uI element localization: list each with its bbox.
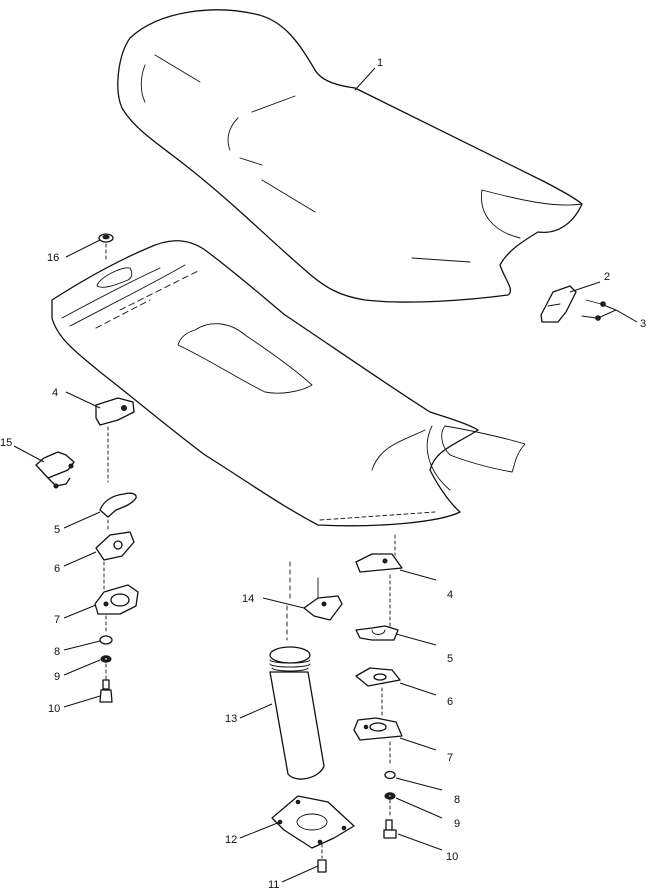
callout-5-left: 5 (54, 524, 60, 536)
screw-pair (581, 299, 606, 321)
callout-8-left: 8 (54, 646, 60, 658)
callout-4-left: 4 (52, 387, 58, 399)
callout-1: 1 (377, 57, 383, 69)
callout-12: 12 (225, 834, 237, 846)
storage-latch (289, 561, 343, 621)
left-hinge-assembly (35, 397, 139, 703)
callout-9-right: 9 (454, 818, 460, 830)
callout-7-right: 7 (447, 752, 453, 764)
leader-lines (13, 67, 638, 883)
callout-4-right: 4 (447, 589, 453, 601)
seat-latch-bracket (540, 285, 577, 323)
callout-10-left: 10 (48, 703, 60, 715)
seat-cushion (117, 9, 583, 303)
callout-8-right: 8 (454, 794, 460, 806)
callout-5-right: 5 (447, 653, 453, 665)
callout-6-left: 6 (54, 563, 60, 575)
callout-6-right: 6 (447, 696, 453, 708)
callout-2: 2 (604, 271, 610, 283)
seat-pan (51, 240, 526, 527)
callout-7-left: 7 (54, 614, 60, 626)
callout-11: 11 (268, 879, 279, 891)
callout-13: 13 (225, 713, 237, 725)
callout-16: 16 (47, 252, 59, 264)
callout-15: 15 (0, 437, 12, 449)
callout-10-right: 10 (446, 851, 458, 863)
callout-3: 3 (640, 318, 646, 330)
right-hinge-assembly (353, 534, 403, 839)
mounting-plate (271, 795, 355, 873)
callout-labels: 1 2 3 16 4 15 5 6 7 8 9 10 14 13 12 11 4… (0, 57, 646, 891)
callout-9-left: 9 (54, 671, 60, 683)
callout-14: 14 (242, 593, 254, 605)
storage-tube (269, 605, 325, 780)
push-rivet (98, 233, 114, 263)
